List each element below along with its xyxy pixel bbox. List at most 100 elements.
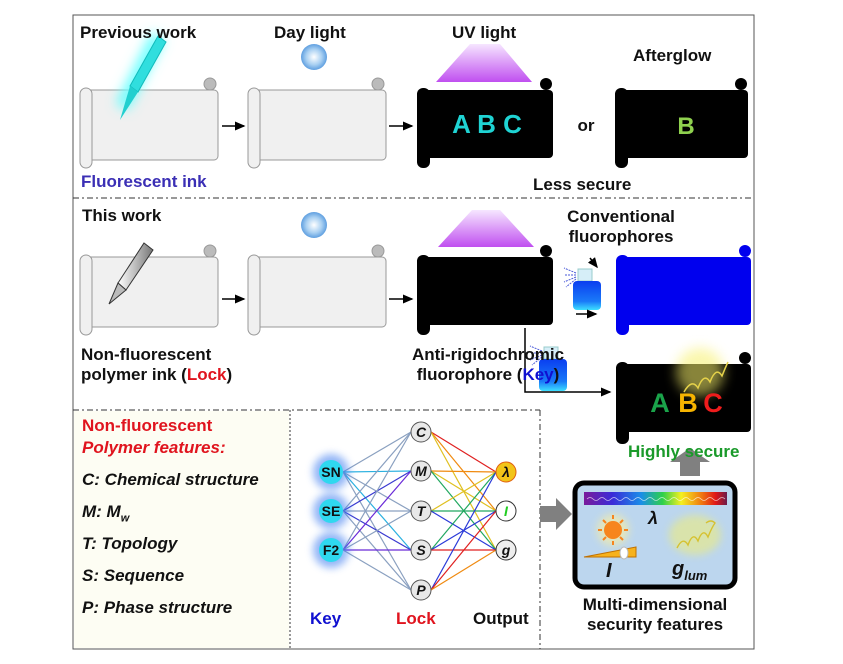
lock-node: M [410,460,432,482]
lock-keyword: Lock [186,364,227,384]
fluorophore-label: Anti-rigidochromic fluorophore (Key) [398,345,578,384]
highly-secure-label: Highly secure [628,442,740,461]
feature-text: Chemical structure [104,470,259,489]
key-label: Key [310,609,342,628]
feature-item: T: Topology [82,534,177,554]
or-label: or [578,116,595,135]
this-work-title: This work [82,206,162,225]
spray-bottle-key-icon [529,345,567,391]
feature-item: P: Phase structure [82,598,232,618]
lock-output-edge [430,470,497,473]
outer-frame [72,14,755,650]
output-label: Output [473,609,529,628]
lock-node-label: M [415,463,427,479]
feature-subscript: w [120,512,130,525]
secure-letter-b: B [678,388,698,418]
lock-output-edge [430,471,497,551]
key-lock-edge [342,510,412,551]
lock-output-edge [430,471,497,591]
output-node: I [495,500,517,522]
feature-key: P: [82,598,104,617]
output-node-label: I [504,503,509,519]
key-node-label: SN [321,464,340,480]
lock-node: P [410,579,432,601]
security-caption: Multi-dimensional security features [555,595,755,634]
security-caption-line2: security features [586,614,724,634]
lock-label: Lock [396,609,436,628]
polymer-ink-label-line2: polymer ink (Lock) [81,365,232,385]
scroll-light-4 [247,244,387,336]
scroll-dark-uv [417,78,553,168]
security-features-box [572,480,738,590]
intensity-label: I [606,560,612,582]
uv-light-label: UV light [452,23,517,42]
uv-light-icon-2 [438,210,534,247]
polymer-ink-prefix: polymer ink ( [81,364,187,384]
features-heading-line2: Polymer features: [82,438,226,457]
conventional-fluorophores-label: Conventional fluorophores [552,207,690,246]
key-keyword: Key [522,364,554,384]
glum-letter: g [672,558,685,580]
feature-text: Phase structure [103,598,233,617]
polymer-ink-suffix: ) [226,364,233,384]
output-node-label: λ [501,464,510,480]
key-node-label: F2 [323,542,340,558]
key-node: SN [313,454,349,490]
glum-subscript: lum [684,568,708,583]
key-node: SE [313,493,349,529]
key-lock-edge [342,431,412,551]
lambda-label: λ [648,508,659,528]
feature-key: S: [82,566,104,585]
scroll-dark-afterglow [615,78,748,168]
lock-node: S [410,539,432,561]
features-heading-line1: Non-fluorescent [82,416,213,435]
feature-item: M: Mw [82,502,129,525]
uv-scroll-text: A B C [452,109,522,139]
scroll-dark-key [417,245,553,335]
lock-node-label: S [416,542,426,558]
fluorescent-pen-icon [116,32,167,120]
lock-node-label: C [416,424,427,440]
scroll-blue-conventional [616,245,751,335]
key-node: F2 [313,532,349,568]
lock-node-label: T [417,503,427,519]
scroll-light-2 [247,77,387,169]
conventional-line1: Conventional [567,207,675,226]
feature-key: C: [82,470,105,489]
glum-label: glum [672,558,707,584]
lock-node-label: P [416,582,426,598]
feature-item: S: Sequence [82,566,184,586]
key-lock-edge [342,431,412,512]
sun-intensity-icon [597,514,629,546]
polymer-ink-label-line1: Non-fluorescent [81,345,212,364]
feature-text: M [106,502,121,521]
spray-bottle-conventional-icon [563,267,601,310]
key-lock-edge [342,431,412,473]
up-arrow-stem [680,459,700,476]
pointer-arrow [587,257,598,269]
spectrum-wave [586,497,726,501]
features-panel-bg [74,411,289,648]
spectrum-bar [584,492,727,505]
key-node-label: SE [322,503,341,519]
feature-key: T: [82,534,102,553]
lock-output-edge [430,549,497,591]
key-lock-edge [342,470,412,551]
secure-letter-c: C [703,388,723,418]
security-caption-line1: Multi-dimensional [582,595,728,614]
afterglow-scroll-text: B [677,113,694,140]
lock-output-edge [430,471,497,512]
arrow-to-secure [524,328,612,397]
conventional-line2: fluorophores [568,226,674,246]
secure-letter-a: A [650,388,670,418]
afterglow-label: Afterglow [633,46,712,65]
polymer-ink-label: Non-fluorescent polymer ink (Lock) [81,345,232,384]
feature-key: M: [82,502,107,521]
helix-glow-icon [676,348,729,396]
scroll-light-1 [79,77,219,169]
fluorophore-label-line2: fluorophore (Key) [398,365,578,385]
lock-output-edge [430,510,497,591]
